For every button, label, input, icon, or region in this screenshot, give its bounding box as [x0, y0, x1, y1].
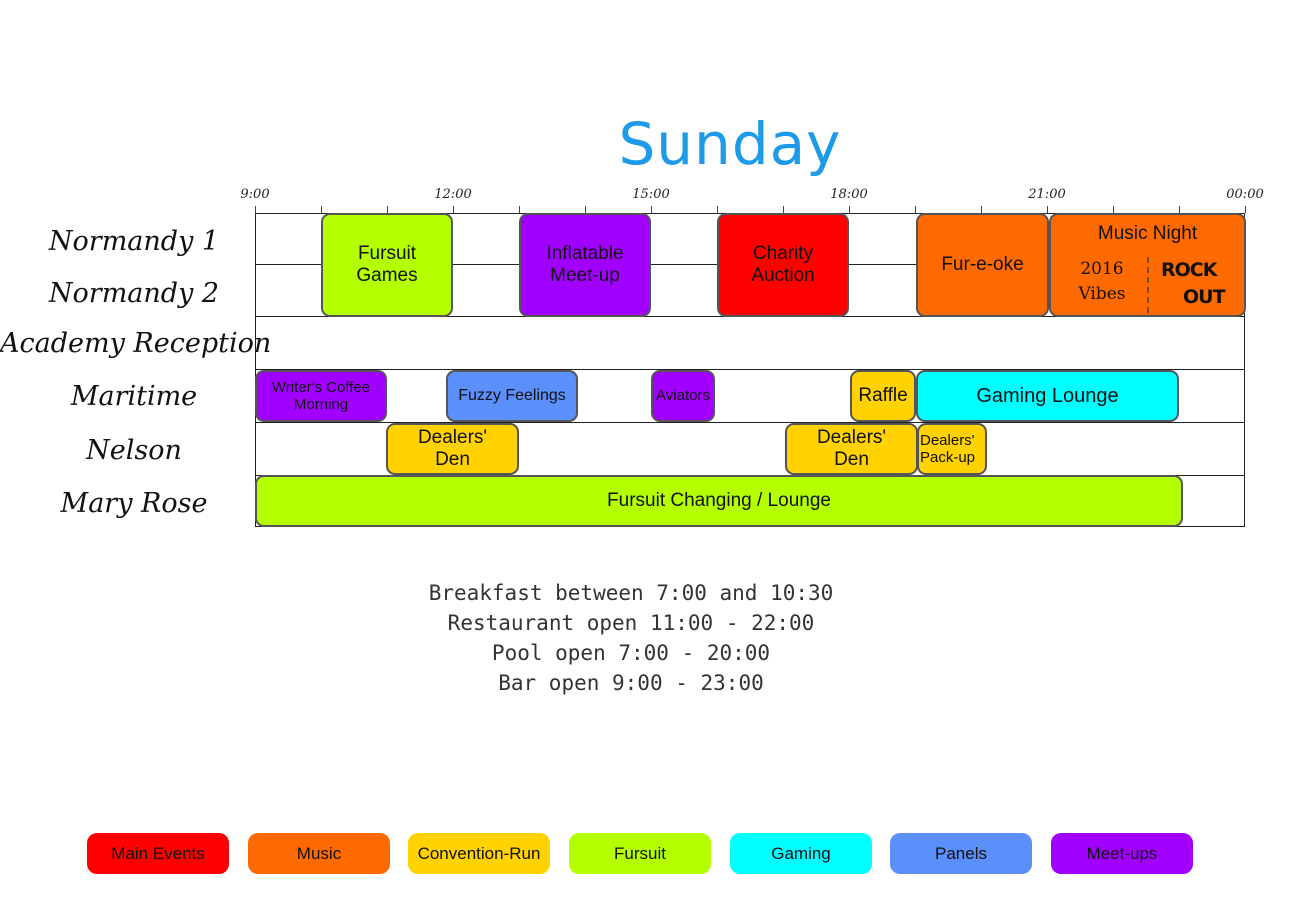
tick: [981, 206, 982, 213]
tick: [519, 206, 520, 213]
event-charity-auction[interactable]: Charity Auction: [717, 213, 849, 317]
venue-info: Breakfast between 7:00 and 10:30 Restaur…: [380, 578, 882, 698]
time-label-1800: 18:00: [830, 187, 868, 202]
music-night-2016-vibes: 2016 Vibes: [1059, 257, 1145, 307]
tick: [453, 206, 454, 213]
tick: [1245, 206, 1246, 213]
page-title: Sunday: [618, 110, 842, 178]
info-bar: Bar open 9:00 - 23:00: [498, 671, 764, 695]
event-writers-coffee-morning[interactable]: Writer's Coffee Morning: [255, 370, 387, 422]
info-breakfast: Breakfast between 7:00 and 10:30: [428, 581, 834, 605]
tick: [387, 206, 388, 213]
time-label-0900: 9:00: [240, 187, 270, 202]
event-fur-e-oke[interactable]: Fur-e-oke: [916, 213, 1049, 317]
tick: [1179, 206, 1180, 213]
legend-meet-ups: Meet-ups: [1051, 833, 1193, 874]
tick: [915, 206, 916, 213]
row-divider: [255, 369, 1245, 370]
tick: [321, 206, 322, 213]
room-label-academy-reception: Academy Reception: [0, 328, 272, 359]
event-fursuit-games[interactable]: Fursuit Games: [321, 213, 453, 317]
tick: [1113, 206, 1114, 213]
time-label-2100: 21:00: [1028, 187, 1066, 202]
legend-panels: Panels: [890, 833, 1032, 874]
tick: [1047, 206, 1048, 213]
event-dealers-den-morning[interactable]: Dealers' Den: [386, 423, 519, 475]
music-night-rock-out: ROCK OUT: [1161, 257, 1241, 311]
event-inflatable-meetup[interactable]: Inflatable Meet-up: [519, 213, 651, 317]
music-night-title: Music Night: [1097, 223, 1198, 244]
legend-main-events: Main Events: [87, 833, 229, 874]
row-divider: [255, 422, 1245, 423]
room-label-nelson: Nelson: [86, 435, 182, 466]
time-label-1200: 12:00: [434, 187, 472, 202]
legend-music: Music: [248, 833, 390, 874]
music-night-right-line2: OUT: [1183, 286, 1226, 308]
legend-convention-run: Convention-Run: [408, 833, 550, 874]
tick: [717, 206, 718, 213]
time-label-1500: 15:00: [632, 187, 670, 202]
room-label-normandy-1: Normandy 1: [48, 226, 220, 257]
legend-gaming: Gaming: [730, 833, 872, 874]
tick: [651, 206, 652, 213]
room-label-maritime: Maritime: [70, 381, 198, 412]
room-label-normandy-2: Normandy 2: [48, 278, 220, 309]
music-night-left-line1: 2016: [1080, 259, 1124, 279]
music-night-left-line2: Vibes: [1078, 284, 1126, 304]
info-pool: Pool open 7:00 - 20:00: [491, 641, 771, 665]
event-gaming-lounge[interactable]: Gaming Lounge: [916, 370, 1179, 422]
tick: [849, 206, 850, 213]
legend-fursuit: Fursuit: [569, 833, 711, 874]
event-music-night[interactable]: Music Night 2016 Vibes ROCK OUT: [1049, 213, 1246, 317]
tick: [585, 206, 586, 213]
music-night-right-line1: ROCK: [1161, 259, 1217, 281]
event-fursuit-changing-lounge[interactable]: Fursuit Changing / Lounge: [255, 475, 1183, 527]
music-night-divider: [1147, 257, 1149, 313]
room-label-mary-rose: Mary Rose: [60, 488, 208, 519]
event-aviators[interactable]: Aviators: [651, 370, 715, 422]
tick: [255, 206, 256, 213]
info-restaurant: Restaurant open 11:00 - 22:00: [447, 611, 815, 635]
event-raffle[interactable]: Raffle: [850, 370, 916, 422]
tick: [783, 206, 784, 213]
event-dealers-den-evening[interactable]: Dealers' Den: [785, 423, 918, 475]
event-fuzzy-feelings[interactable]: Fuzzy Feelings: [446, 370, 578, 422]
time-label-0000: 00:00: [1226, 187, 1264, 202]
event-dealers-pack-up[interactable]: Dealers' Pack-up: [917, 423, 987, 475]
